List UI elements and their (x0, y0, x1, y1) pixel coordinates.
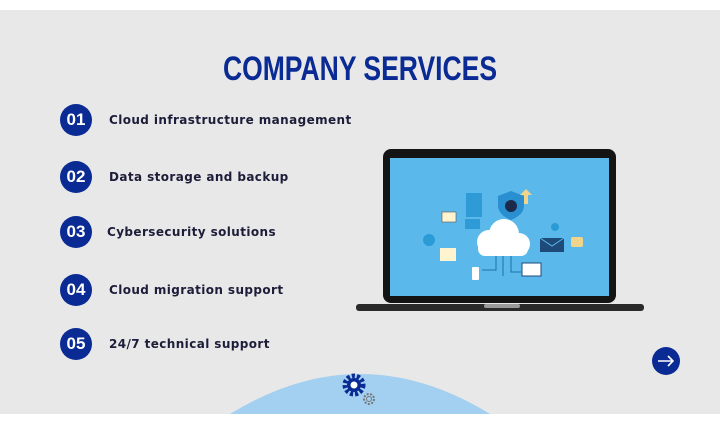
service-label: Cybersecurity solutions (107, 225, 277, 239)
service-number: 03 (60, 216, 92, 248)
service-label: Data storage and backup (109, 170, 289, 184)
arrow-right-icon (658, 355, 675, 367)
service-item: 01 Cloud infrastructure management (60, 104, 352, 136)
service-number: 02 (60, 161, 92, 193)
service-item: 02 Data storage and backup (60, 161, 289, 193)
cloud-icon (477, 219, 530, 256)
page-title: COMPANY SERVICES (222, 50, 498, 88)
slide: COMPANY SERVICES 01 Cloud infrastructure … (0, 10, 720, 414)
service-number: 04 (60, 274, 92, 306)
laptop-cloud-illustration (356, 149, 644, 311)
service-item: 03 Cybersecurity solutions (60, 216, 276, 248)
service-label: 24/7 technical support (109, 337, 270, 351)
service-label: Cloud infrastructure management (109, 113, 352, 127)
service-number: 01 (60, 104, 92, 136)
decorative-arc (230, 374, 490, 414)
service-item: 05 24/7 technical support (60, 328, 270, 360)
next-slide-button[interactable] (652, 347, 680, 375)
service-label: Cloud migration support (109, 283, 284, 297)
service-number: 05 (60, 328, 92, 360)
service-item: 04 Cloud migration support (60, 274, 283, 306)
gears-icon (342, 373, 375, 405)
